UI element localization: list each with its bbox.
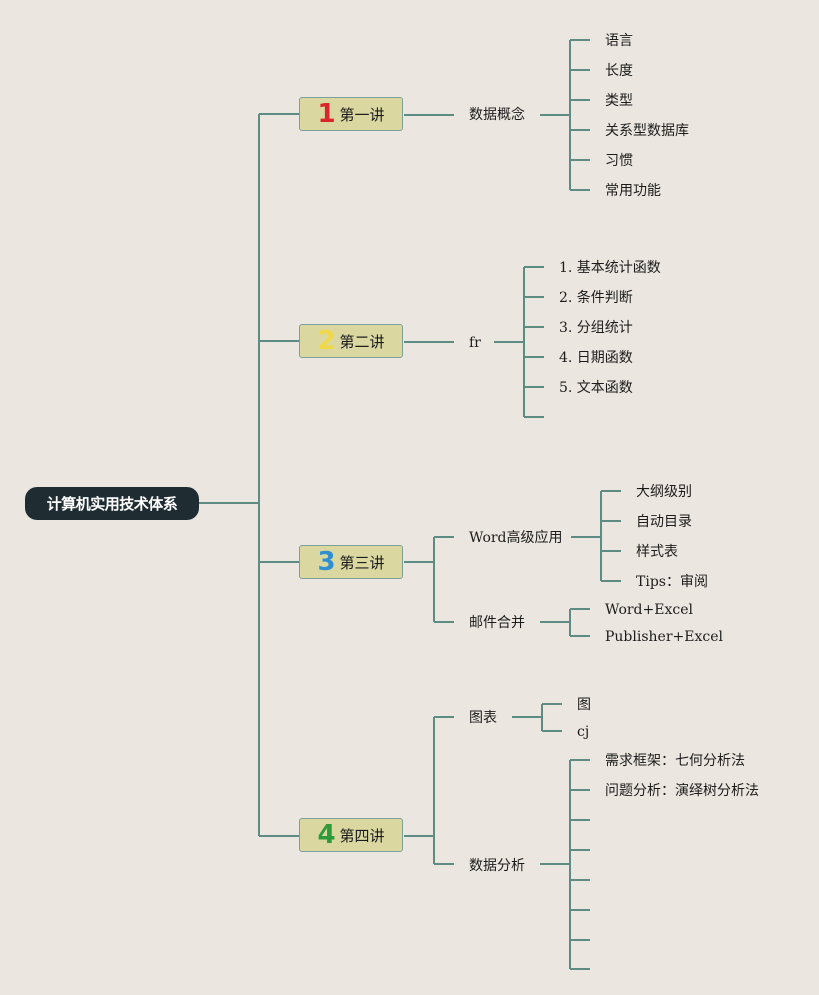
leaf-item[interactable]: 常用功能 bbox=[605, 183, 661, 199]
lecture-number-2: 2 bbox=[317, 326, 336, 356]
leaf-item[interactable]: 自动目录 bbox=[636, 514, 692, 530]
lecture-number-3: 3 bbox=[317, 547, 336, 577]
leaf-item[interactable]: 语言 bbox=[605, 33, 633, 49]
leaf-item[interactable]: 5. 文本函数 bbox=[559, 380, 633, 396]
lecture-node-3[interactable]: 3 第三讲 bbox=[299, 545, 403, 579]
topic-data-analysis[interactable]: 数据分析 bbox=[469, 858, 525, 874]
lecture-node-4[interactable]: 4 第四讲 bbox=[299, 818, 403, 852]
topic-word-advanced[interactable]: Word高级应用 bbox=[469, 530, 563, 546]
lecture-label-2: 第二讲 bbox=[339, 332, 385, 351]
leaf-item[interactable]: Tips：审阅 bbox=[636, 574, 708, 590]
leaf-item[interactable]: Word+Excel bbox=[605, 602, 693, 618]
leaf-item[interactable]: 1. 基本统计函数 bbox=[559, 260, 661, 276]
leaf-item[interactable]: 问题分析：演绎树分析法 bbox=[605, 783, 759, 799]
lecture-node-1[interactable]: 1 第一讲 bbox=[299, 97, 403, 131]
leaf-item[interactable]: 图 bbox=[577, 697, 591, 713]
leaf-item[interactable]: 需求框架：七何分析法 bbox=[605, 753, 745, 769]
leaf-item[interactable]: 类型 bbox=[605, 93, 633, 109]
topic-mail-merge[interactable]: 邮件合并 bbox=[469, 615, 525, 631]
leaf-item[interactable]: 4. 日期函数 bbox=[559, 350, 633, 366]
leaf-item[interactable]: 样式表 bbox=[636, 544, 678, 560]
leaf-item[interactable]: 习惯 bbox=[605, 153, 633, 169]
topic-fr[interactable]: fr bbox=[469, 335, 481, 351]
root-label: 计算机实用技术体系 bbox=[46, 495, 178, 513]
lecture-node-2[interactable]: 2 第二讲 bbox=[299, 324, 403, 358]
leaf-item[interactable]: 大纲级别 bbox=[636, 484, 692, 500]
lecture-number-4: 4 bbox=[317, 820, 336, 850]
lecture-number-1: 1 bbox=[317, 99, 336, 129]
leaf-item[interactable]: 2. 条件判断 bbox=[559, 290, 633, 306]
lecture-label-4: 第四讲 bbox=[339, 826, 385, 845]
leaf-item[interactable]: Publisher+Excel bbox=[605, 629, 723, 645]
root-node[interactable]: 计算机实用技术体系 bbox=[25, 487, 199, 520]
topic-charts[interactable]: 图表 bbox=[469, 710, 497, 726]
lecture-label-3: 第三讲 bbox=[339, 553, 385, 572]
topic-data-concept[interactable]: 数据概念 bbox=[469, 107, 525, 123]
leaf-item[interactable]: 3. 分组统计 bbox=[559, 320, 633, 336]
leaf-item[interactable]: 关系型数据库 bbox=[605, 123, 689, 139]
leaf-item[interactable]: 长度 bbox=[605, 63, 633, 79]
leaf-item[interactable]: cj bbox=[577, 724, 590, 740]
lecture-label-1: 第一讲 bbox=[339, 105, 385, 124]
